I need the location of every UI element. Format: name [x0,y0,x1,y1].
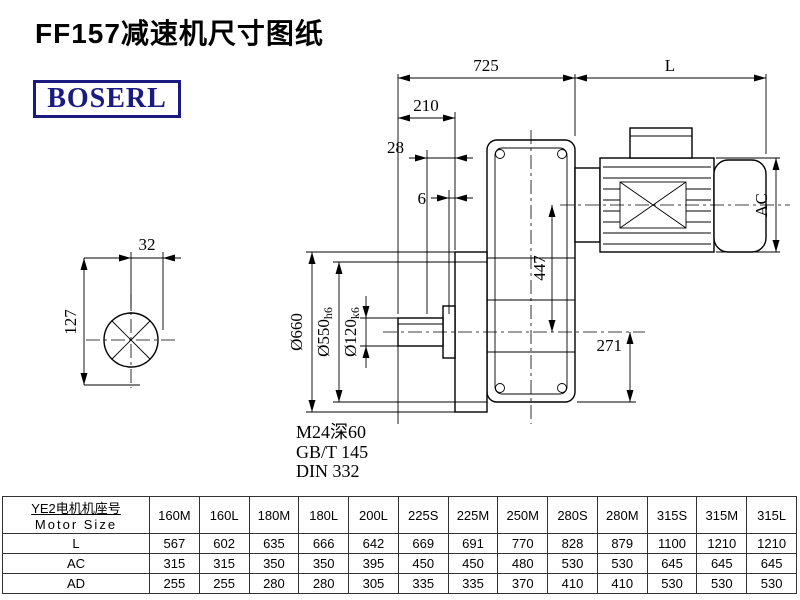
brand-logo: BOSERL [33,80,181,118]
dimension-value-cell: 335 [397,573,449,594]
dim-447-label: 447 [530,255,549,281]
dim-32-label: 32 [139,235,156,254]
centerlines [86,130,790,424]
table-header-frame-size: 225M [447,496,499,534]
note-standard-gbt: GB/T 145 [296,442,368,462]
dim-28-label: 28 [387,138,404,157]
motor-terminal-box [629,127,693,159]
dim-ac-label: AC [752,193,771,217]
extension-lines [84,74,780,424]
dimension-value-cell: 1100 [646,533,698,554]
row-label: AD [2,573,150,594]
dimension-value-cell: 530 [547,553,598,574]
row-label: L [2,533,150,554]
thread-notes: M24深60 GB/T 145 DIN 332 [296,422,368,481]
table-header-frame-size: 280M [596,496,648,534]
brand-text: BOSERL [47,83,167,114]
dimension-value-cell: 645 [696,553,748,574]
dimension-value-cell: 350 [298,553,350,574]
dimension-value-cell: 567 [149,533,200,554]
dimension-value-cell: 370 [497,573,549,594]
page-title: FF157减速机尺寸图纸 [35,18,324,49]
note-tapped-hole: M24深60 [296,422,366,442]
dim-127-label: 127 [61,309,80,335]
dimension-value-cell: 450 [447,553,499,574]
table-header-frame-size: 315S [646,496,698,534]
dimension-value-cell: 350 [248,553,300,574]
table-header-frame-size: 280S [547,496,598,534]
dimension-value-cell: 255 [149,573,200,594]
dimension-value-cell: 450 [397,553,449,574]
dim-motor-length-label: L [665,56,675,75]
dim-6-label: 6 [418,189,427,208]
dimension-value-cell: 530 [596,553,648,574]
dimension-value-cell: 315 [198,553,250,574]
dimension-value-cell: 335 [447,573,499,594]
table-header-frame-size: 315M [696,496,748,534]
dim-spigot-diameter-label: Ø550h6 [314,307,335,357]
dimension-value-cell: 1210 [696,533,748,554]
technical-drawing: 725 L 210 28 6 32 127 447 271 AC Ø660 Ø5… [61,56,790,481]
table-header-frame-size: 315L [746,496,797,534]
dimension-value-cell: 395 [348,553,399,574]
dimension-value-cell: 666 [298,533,350,554]
dimension-value-cell: 410 [547,573,598,594]
dimension-value-cell: 635 [248,533,300,554]
dimension-value-cell: 530 [746,573,797,594]
dimension-value-cell: 530 [646,573,698,594]
note-standard-din: DIN 332 [296,461,360,481]
table-header-frame-size: 180M [248,496,300,534]
dimension-value-cell: 770 [497,533,549,554]
dim-271-label: 271 [597,336,623,355]
dimension-value-cell: 645 [746,553,797,574]
dimension-value-cell: 410 [596,573,648,594]
dim-shaft-diameter-label: Ø120k6 [341,307,362,357]
table-header-frame-size: 160M [149,496,200,534]
dimension-lines [80,74,780,412]
dim-210-label: 210 [413,96,439,115]
dim-overall-width-label: 725 [473,56,499,75]
dimension-value-cell: 602 [198,533,250,554]
dimension-value-cell: 669 [397,533,449,554]
table-header-frame-size: 225S [397,496,449,534]
table-header-frame-size: 200L [348,496,399,534]
dimension-value-cell: 530 [696,573,748,594]
dimension-value-cell: 1210 [746,533,797,554]
dimension-value-cell: 642 [348,533,399,554]
dimension-value-cell: 315 [149,553,200,574]
table-header-frame-size: 180L [298,496,350,534]
dimension-value-cell: 828 [547,533,598,554]
dimension-value-cell: 691 [447,533,499,554]
table-header-frame-size: 160L [198,496,250,534]
dimension-value-cell: 280 [298,573,350,594]
dimension-value-cell: 879 [596,533,648,554]
row-label: AC [2,553,150,574]
dimension-value-cell: 480 [497,553,549,574]
motor [574,127,767,253]
dimension-value-cell: 305 [348,573,399,594]
dimension-value-cell: 280 [248,573,300,594]
table-header-frame-size: 250M [497,496,549,534]
dim-flange-diameter-label: Ø660 [287,313,306,351]
dimension-value-cell: 255 [198,573,250,594]
dimension-value-cell: 645 [646,553,698,574]
